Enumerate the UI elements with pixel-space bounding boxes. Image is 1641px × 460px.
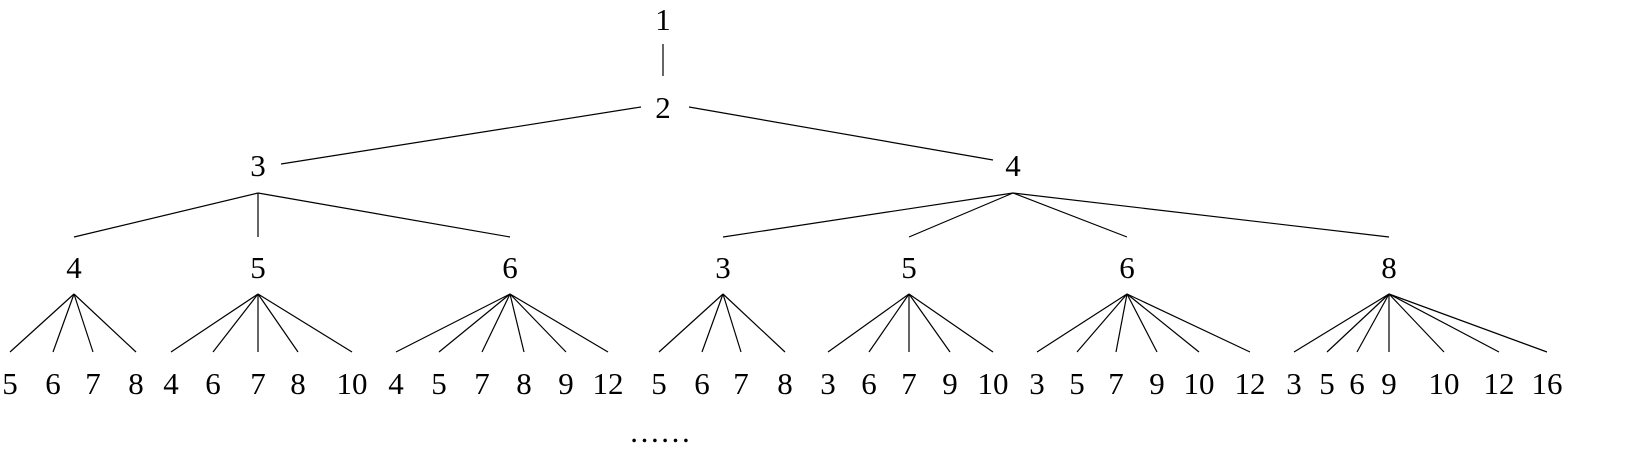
tree-leaf: 5 [431, 366, 447, 401]
tree-node-level-3: 3 [715, 250, 731, 285]
tree-edges [9, 44, 1548, 353]
tree-node-level-3: 6 [502, 250, 518, 285]
tree-edge [908, 293, 951, 353]
tree-edge [9, 293, 75, 353]
tree-edge [1388, 293, 1445, 353]
tree-edge [73, 192, 259, 238]
tree-edge [1012, 192, 1390, 238]
tree-edge [73, 293, 137, 353]
tree-node-level-1: 2 [655, 90, 671, 125]
tree-leaf: 10 [1184, 366, 1215, 401]
tree-edge [395, 293, 511, 353]
tree-leaf: 8 [516, 366, 532, 401]
tree-edge [509, 293, 525, 353]
tree-edge [438, 293, 511, 353]
tree-leaf: 3 [1286, 366, 1302, 401]
tree-leaf: 6 [1349, 366, 1365, 401]
tree-edge [1012, 192, 1128, 238]
tree-leaf: 9 [1149, 366, 1165, 401]
tree-node-level-3: 5 [901, 250, 917, 285]
tree-leaf: 4 [163, 366, 179, 401]
tree-leaf: 6 [205, 366, 221, 401]
tree-node-level-3: 4 [66, 250, 82, 285]
tree-edge [257, 293, 299, 353]
tree-leaf: 10 [337, 366, 368, 401]
tree-leaf: 5 [651, 366, 667, 401]
tree-node-level-2: 3 [250, 148, 266, 183]
tree-edge [722, 293, 786, 353]
tree-edge [1076, 293, 1128, 353]
tree-leaf: 5 [1319, 366, 1335, 401]
tree-edge [509, 293, 609, 353]
tree-edge [73, 293, 94, 353]
tree-edge [1126, 293, 1251, 353]
tree-leaf: 3 [820, 366, 836, 401]
tree-edge [1126, 293, 1200, 353]
tree-leaf: 9 [942, 366, 958, 401]
tree-leaf: 5 [1069, 366, 1085, 401]
tree-leaf: 7 [250, 366, 266, 401]
tree-edge [52, 293, 75, 353]
tree-leaf: 6 [45, 366, 61, 401]
tree-edge [1115, 293, 1128, 353]
tree-edge [1388, 293, 1548, 353]
tree-leaf: 7 [474, 366, 490, 401]
tree-leaf: 8 [128, 366, 144, 401]
tree-leaf: 8 [290, 366, 306, 401]
tree-edge [908, 192, 1014, 238]
tree-leaf: 9 [1381, 366, 1397, 401]
tree-leaf: 4 [388, 366, 404, 401]
tree-edge [1126, 293, 1158, 353]
tree-edge [509, 293, 567, 353]
tree-edge [1388, 293, 1500, 353]
tree-leaf: 5 [2, 366, 18, 401]
tree-edge [701, 293, 724, 353]
tree-leaf: 7 [901, 366, 917, 401]
tree-edge [1326, 293, 1390, 353]
tree-leaf: 6 [861, 366, 877, 401]
tree-edge [1036, 293, 1128, 353]
tree-edge [868, 293, 910, 353]
tree-leaf: 10 [1429, 366, 1460, 401]
continuation-ellipsis: …… [629, 414, 691, 449]
tree-edge [257, 192, 511, 238]
tree-node-level-3: 8 [1381, 250, 1397, 285]
tree-edge [658, 293, 724, 353]
tree-edge [722, 293, 742, 353]
tree-leaf: 6 [694, 366, 710, 401]
tree-edge [212, 293, 259, 353]
tree-node-root: 1 [655, 2, 671, 37]
tree-edge [688, 106, 994, 161]
tree-node-level-3: 5 [250, 250, 266, 285]
tree-edge [1356, 293, 1390, 353]
tree-leaf: 16 [1532, 366, 1563, 401]
tree-node-level-3: 6 [1119, 250, 1135, 285]
tree-edge [481, 293, 511, 353]
tree-leaf: 10 [978, 366, 1009, 401]
tree-leaf: 9 [558, 366, 574, 401]
tree-edge [908, 293, 994, 353]
tree-leaf: 3 [1029, 366, 1045, 401]
tree-leaf: 12 [1235, 366, 1266, 401]
tree-leaf: 12 [1484, 366, 1515, 401]
tree-edge [257, 293, 353, 353]
tree-leaf: 12 [593, 366, 624, 401]
tree-leaf: 7 [85, 366, 101, 401]
tree-edge [170, 293, 259, 353]
tree-leaf: 8 [777, 366, 793, 401]
tree-edge [280, 106, 642, 165]
tree-node-level-2: 4 [1005, 148, 1021, 183]
tree-leaf: 7 [733, 366, 749, 401]
tree-edge [1293, 293, 1390, 353]
tree-edge [827, 293, 910, 353]
tree-leaf: 7 [1108, 366, 1124, 401]
tree-edge [722, 192, 1014, 238]
